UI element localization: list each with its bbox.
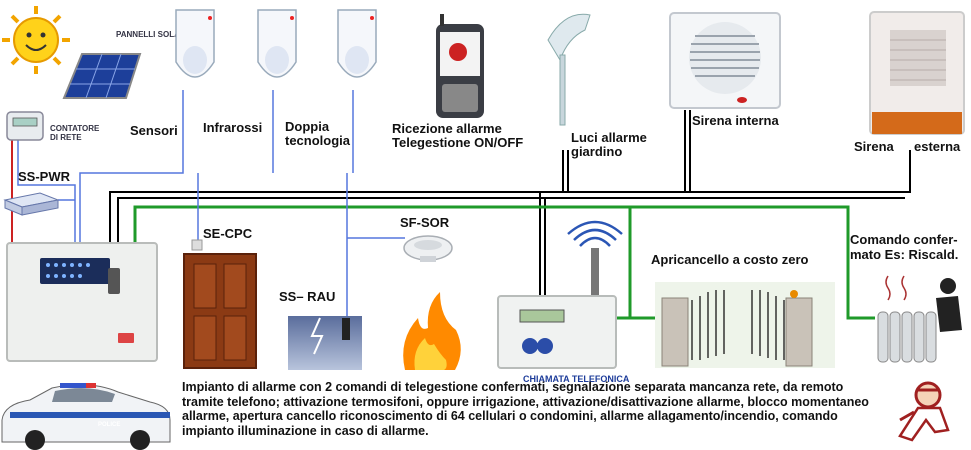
sensori-label: Sensori: [130, 123, 178, 138]
green-wires: [133, 205, 875, 320]
sirena-label-1: Sirena: [854, 139, 894, 154]
ricezione-label-2: Telegestione ON/OFF: [392, 135, 524, 150]
description-caption: Impianto di allarme con 2 comandi di tel…: [182, 380, 869, 438]
black-wires: [109, 110, 911, 295]
ricezione-label-1: Ricezione allarme: [392, 121, 502, 136]
infrarossi-label: Infrarossi: [203, 120, 263, 135]
ss-rau-label: SS– RAU: [279, 289, 336, 304]
sirena-interna-label: Sirena interna: [692, 113, 779, 128]
comando-label-2: mato Es: Riscald.: [850, 247, 959, 262]
luci-label-1: Luci allarme: [571, 130, 647, 145]
contatore-label: CONTATORE DI RETE: [50, 124, 100, 142]
sirena-label-2: esterna: [914, 139, 961, 154]
pannelli-label: PANNELLI SOLARI: [116, 30, 188, 39]
se-cpc-label: SE-CPC: [203, 226, 253, 241]
chiamata-label: CHIAMATA TELEFONICA: [523, 374, 630, 384]
doppia-label-1: Doppia: [285, 119, 330, 134]
police-label: POLICE: [98, 422, 121, 428]
doppia-label-2: tecnologia: [285, 133, 351, 148]
comando-label-1: Comando confer-: [850, 232, 958, 247]
blue-wires: [17, 90, 405, 318]
luci-label-2: giardino: [571, 144, 623, 159]
sf-sor-label: SF-SOR: [400, 215, 450, 230]
ss-pwr-label: SS-PWR: [18, 169, 70, 184]
apricancello-label: Apricancello a costo zero: [651, 252, 809, 267]
